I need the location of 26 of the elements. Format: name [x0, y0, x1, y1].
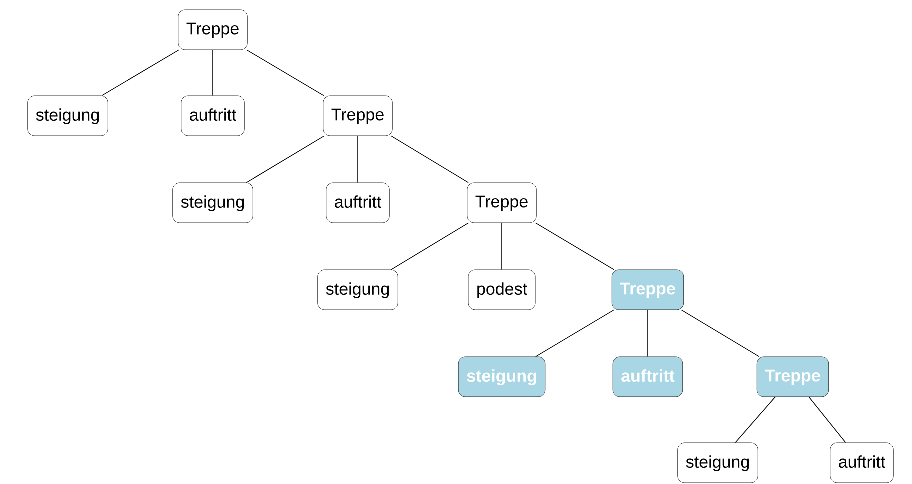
tree-edge	[536, 222, 615, 270]
node-box: steigung	[318, 270, 398, 310]
highlighted-node-box: steigung	[458, 356, 546, 398]
tree-edge	[246, 50, 324, 96]
tree-edge	[536, 310, 614, 358]
node-box: Treppe	[178, 10, 248, 50]
node-box: podest	[468, 270, 536, 310]
node-box: Treppe	[323, 96, 393, 136]
node-box: steigung	[678, 442, 758, 484]
tree-edge	[391, 136, 469, 184]
node-box: steigung	[172, 182, 254, 224]
tree-edge	[735, 396, 776, 444]
node-box: steigung	[28, 96, 108, 136]
tree-edge	[681, 310, 760, 358]
highlighted-node-box: Treppe	[612, 270, 684, 310]
tree-edge	[808, 396, 846, 444]
tree-edge	[212, 50, 214, 96]
node-box: Treppe	[467, 182, 537, 224]
highlighted-node-box: auftritt	[612, 356, 684, 398]
highlighted-node-box: Treppe	[756, 356, 830, 398]
tree-edge	[391, 222, 469, 270]
tree-edge	[102, 50, 180, 96]
node-box: auftritt	[181, 96, 245, 136]
node-box: auftritt	[830, 442, 894, 484]
node-box: auftritt	[326, 182, 390, 224]
tree-edge	[246, 136, 325, 184]
